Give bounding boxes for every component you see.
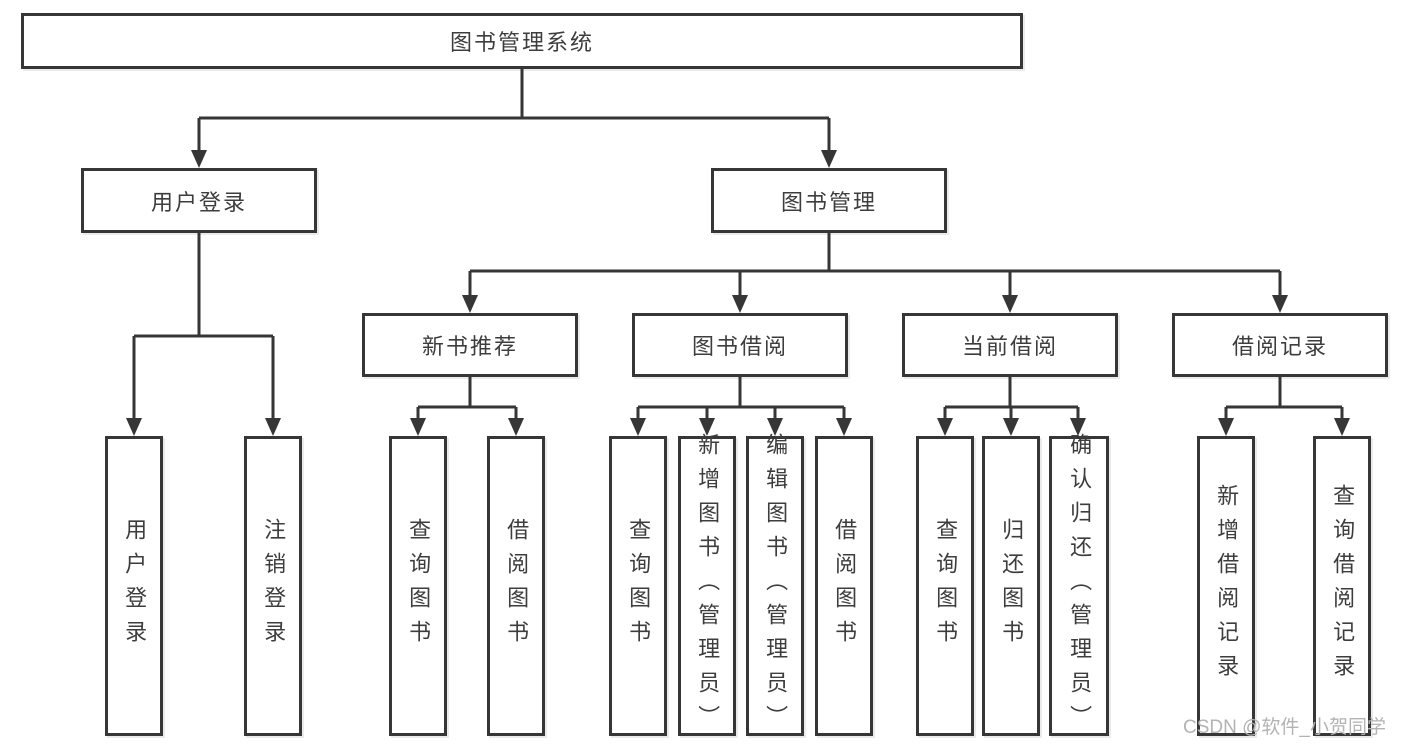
leaf-borrow-books-borrowing: 借阅图书	[815, 436, 873, 736]
leaf-logout: 注销登录	[244, 436, 302, 736]
leaf-borrow-books-recommend-label: 借阅图书	[504, 518, 530, 654]
leaf-borrow-books-recommend: 借阅图书	[487, 436, 545, 736]
leaf-add-borrow-record-label: 新增借阅记录	[1214, 484, 1240, 688]
leaf-query-borrow-record: 查询借阅记录	[1313, 436, 1371, 736]
leaf-edit-books-admin-label: 编辑图书（管理员）	[763, 433, 789, 739]
node-book-borrowing-label: 图书借阅	[691, 334, 788, 359]
leaf-confirm-return-admin: 确认归还（管理员）	[1049, 433, 1109, 739]
leaf-borrow-books-borrowing-label: 借阅图书	[832, 518, 858, 654]
node-user-login: 用户登录	[81, 168, 317, 233]
leaf-user-login: 用户登录	[105, 436, 163, 736]
node-borrowing-records: 借阅记录	[1172, 313, 1388, 377]
node-root-library-management-system: 图书管理系统	[21, 13, 1023, 69]
leaf-query-books-recommend-label: 查询图书	[406, 518, 432, 654]
leaf-confirm-return-admin-label: 确认归还（管理员）	[1067, 433, 1093, 739]
leaf-query-borrow-record-label: 查询借阅记录	[1330, 484, 1356, 688]
leaf-query-books-recommend: 查询图书	[389, 436, 447, 736]
leaf-return-books-label: 归还图书	[999, 518, 1025, 654]
node-book-borrowing: 图书借阅	[632, 313, 848, 377]
node-new-book-recommendation: 新书推荐	[362, 313, 578, 377]
node-borrowing-records-label: 借阅记录	[1231, 334, 1328, 359]
leaf-query-books-current-label: 查询图书	[933, 518, 959, 654]
node-user-login-label: 用户登录	[150, 189, 247, 215]
leaf-add-books-admin: 新增图书（管理员）	[678, 433, 736, 739]
node-book-management: 图书管理	[711, 168, 947, 233]
leaf-query-books-borrowing-label: 查询图书	[626, 518, 652, 654]
node-root-label: 图书管理系统	[449, 30, 594, 55]
leaf-user-login-label: 用户登录	[122, 518, 148, 654]
leaf-query-books-borrowing: 查询图书	[609, 436, 667, 736]
node-current-borrowing: 当前借阅	[902, 313, 1118, 377]
node-current-borrowing-label: 当前借阅	[961, 334, 1058, 359]
leaf-add-borrow-record: 新增借阅记录	[1197, 436, 1255, 736]
leaf-return-books: 归还图书	[982, 436, 1040, 736]
leaf-logout-label: 注销登录	[261, 518, 287, 654]
leaf-add-books-admin-label: 新增图书（管理员）	[695, 433, 721, 739]
node-book-management-label: 图书管理	[780, 189, 877, 215]
node-new-book-recommendation-label: 新书推荐	[421, 334, 518, 359]
leaf-query-books-current: 查询图书	[916, 436, 974, 736]
leaf-edit-books-admin: 编辑图书（管理员）	[746, 433, 804, 739]
csdn-watermark: CSDN @软件_小贺同学	[1183, 717, 1386, 738]
